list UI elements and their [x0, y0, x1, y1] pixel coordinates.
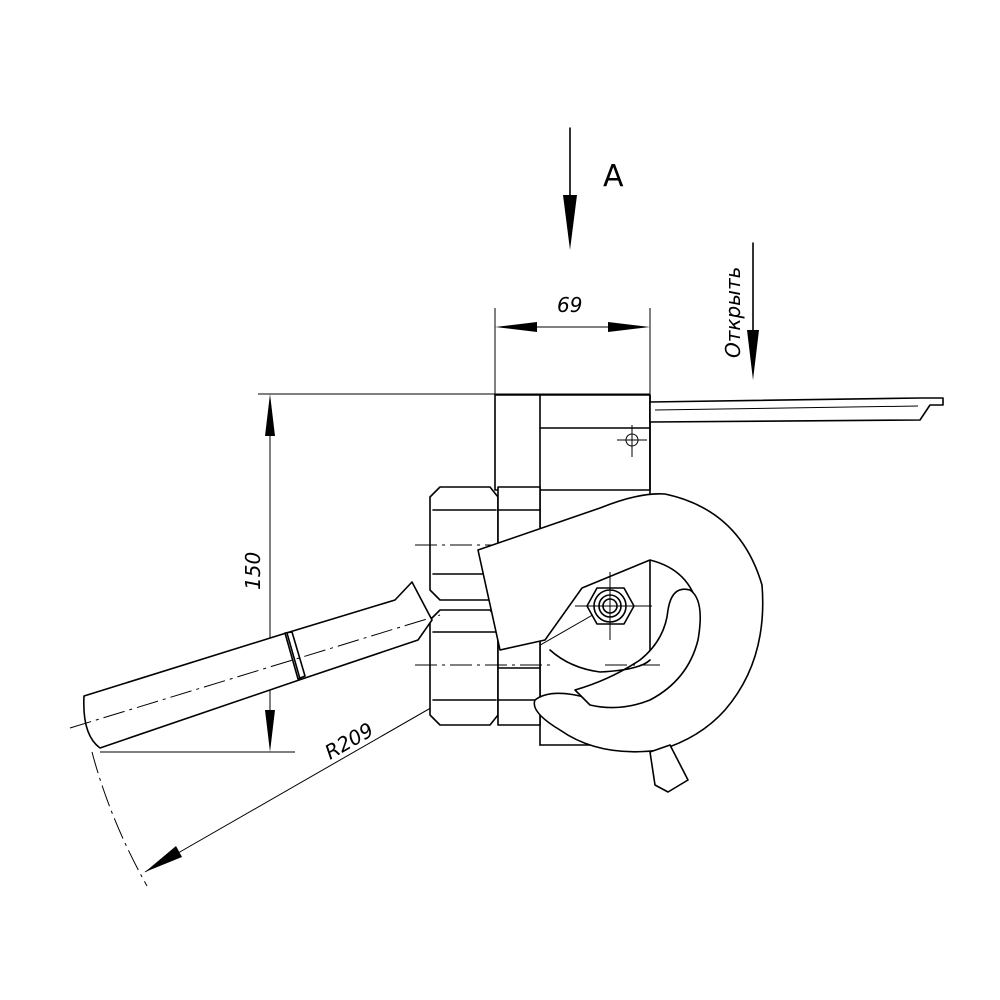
tubular-handle	[69, 581, 441, 749]
dimension-height-text: 150	[241, 552, 265, 590]
view-label: А	[603, 159, 624, 194]
hook-body	[477, 492, 764, 793]
view-arrow	[563, 127, 577, 250]
pivot-bolt	[575, 572, 652, 640]
open-arrow	[747, 242, 759, 380]
dimension-width-text: 69	[557, 293, 582, 317]
release-lever	[649, 397, 944, 423]
open-annotation: Открыть	[721, 267, 745, 358]
dimension-radius-text: R209	[321, 718, 378, 765]
